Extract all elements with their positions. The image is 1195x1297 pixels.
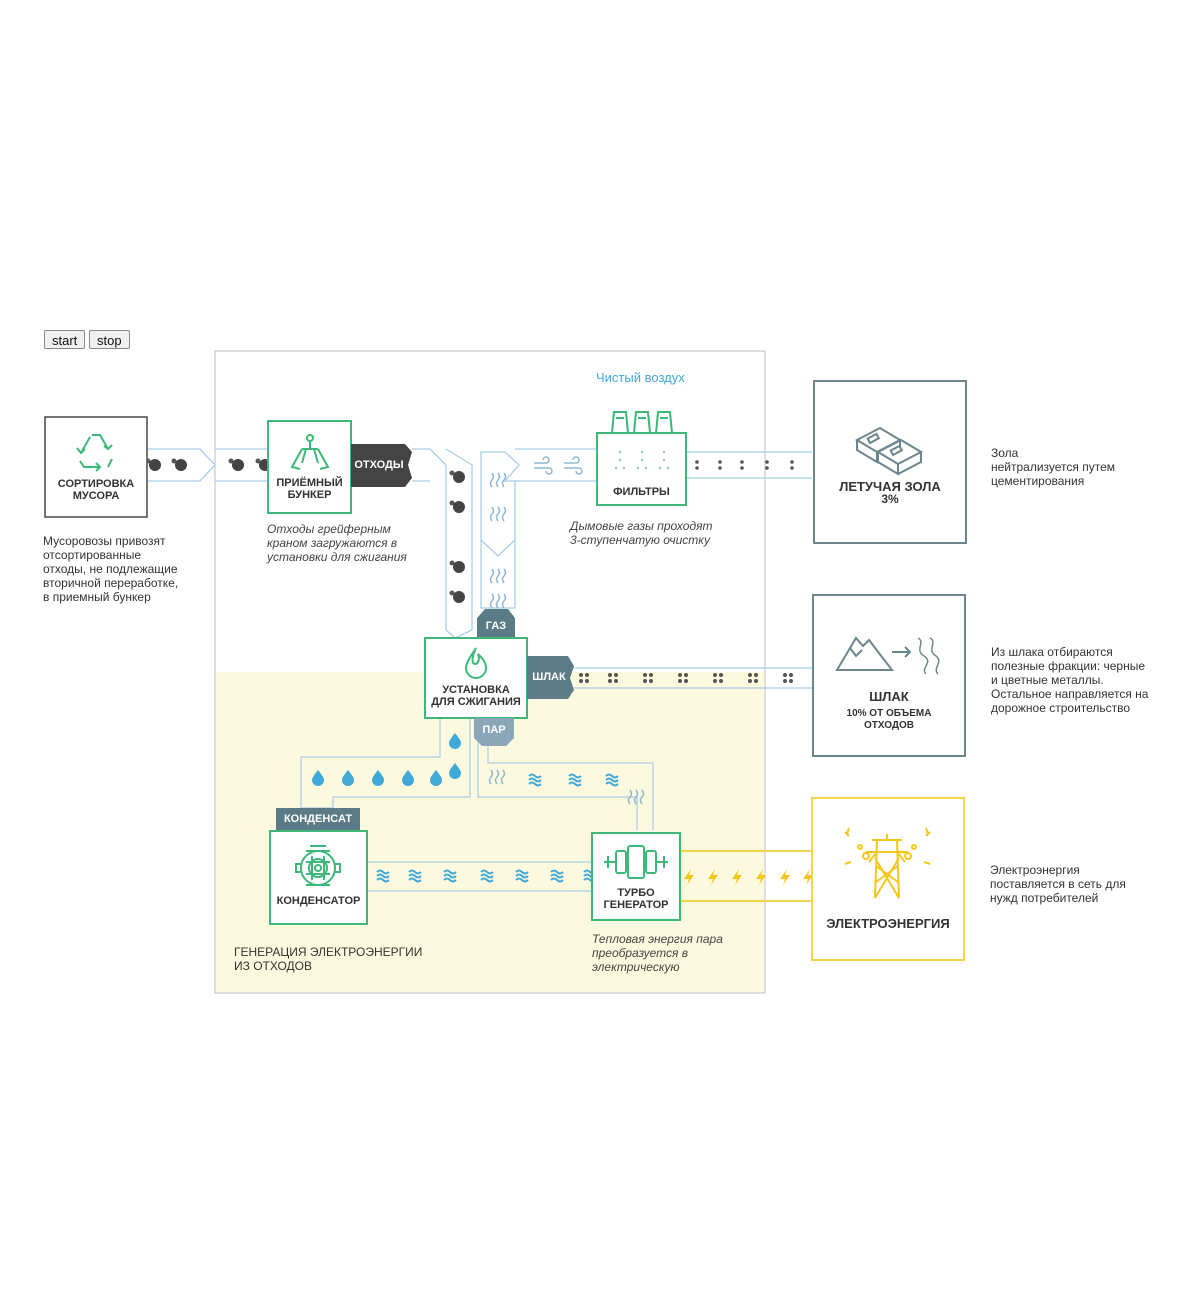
ash-title: ЛЕТУЧАЯ ЗОЛА: [839, 479, 941, 494]
slag-subtitle: 10% ОТ ОБЪЕМА ОТХОДОВ: [846, 708, 932, 731]
sorting-label: СОРТИРОВКА МУСОРА: [57, 478, 135, 502]
sorting-note: Мусоровозы привозят отсортированные отхо…: [43, 534, 179, 604]
pipe-filters-ash: [686, 451, 812, 479]
bunker-note: Отходы грейферным краном загружаются в у…: [267, 522, 407, 564]
grab-crane-icon: [290, 434, 330, 470]
power-title: ЭЛЕКТРОЭНЕРГИЯ: [826, 916, 950, 931]
gas-tag: [477, 609, 515, 638]
slag-tag: [527, 656, 574, 699]
pipe-steam: [477, 735, 654, 830]
filters-label: ФИЛЬТРЫ: [613, 486, 670, 498]
power-tower-icon: [844, 827, 931, 899]
condenser-label: КОНДЕНСАТОР: [276, 895, 361, 907]
bunker-node: [267, 420, 352, 514]
bunker-label: ПРИЁМНЫЙ БУНКЕР: [276, 477, 343, 501]
pipe-slag: [568, 667, 812, 689]
factory-icon: [610, 411, 674, 434]
stop-button[interactable]: stop: [89, 330, 130, 349]
pipe-gas-up: [480, 451, 520, 609]
power-note: Электроэнергия поставляется в сеть для н…: [990, 863, 1126, 905]
ash-output-box: [813, 380, 967, 544]
filters-note: Дымовые газы проходят 3-ступенчатую очис…: [570, 519, 713, 547]
filters-node: [596, 432, 687, 506]
waste-tag-label: ОТХОДЫ: [354, 459, 404, 471]
steam-tag-label: ПАР: [482, 724, 506, 736]
turbo-node: [591, 832, 681, 921]
slag-tag-label: ШЛАК: [532, 671, 566, 683]
turbo-note: Тепловая энергия пара преобразуется в эл…: [592, 932, 723, 974]
pipe-turbo-condenser: [368, 861, 592, 892]
furnace-label: УСТАНОВКА ДЛЯ СЖИГАНИЯ: [431, 684, 521, 708]
condensate-tag: [276, 808, 360, 830]
recycle-icon: [76, 434, 113, 472]
ash-subtitle: 3%: [881, 492, 899, 506]
condensate-tag-label: КОНДЕНСАТ: [283, 813, 353, 825]
turbine-icon: [604, 845, 668, 879]
pipe-waste-down: [412, 448, 473, 639]
pipe-power: [680, 850, 812, 902]
start-button[interactable]: start: [44, 330, 86, 349]
pipe-sorting-bunker: [148, 448, 216, 482]
steam-tag: [474, 718, 514, 746]
flame-icon: [464, 647, 488, 679]
bricks-icon: [854, 426, 924, 476]
turbo-label: ТУРБО ГЕНЕРАТОР: [603, 887, 669, 911]
waste-tag: [351, 444, 412, 487]
zone-label: ГЕНЕРАЦИЯ ЭЛЕКТРОЭНЕРГИИ ИЗ ОТХОДОВ: [234, 945, 423, 973]
mountain-road-icon: [835, 636, 940, 675]
condenser-icon: [295, 845, 341, 886]
slag-title: ШЛАК: [869, 689, 909, 704]
slag-output-box: [812, 594, 966, 757]
gas-tag-label: ГАЗ: [485, 620, 507, 632]
ash-note: Зола нейтрализуется путем цементирования: [991, 446, 1116, 488]
clean-air-label: Чистый воздух: [596, 370, 685, 385]
pipe-segment: [215, 448, 268, 482]
slag-note: Из шлака отбираются полезные фракции: че…: [991, 645, 1149, 715]
